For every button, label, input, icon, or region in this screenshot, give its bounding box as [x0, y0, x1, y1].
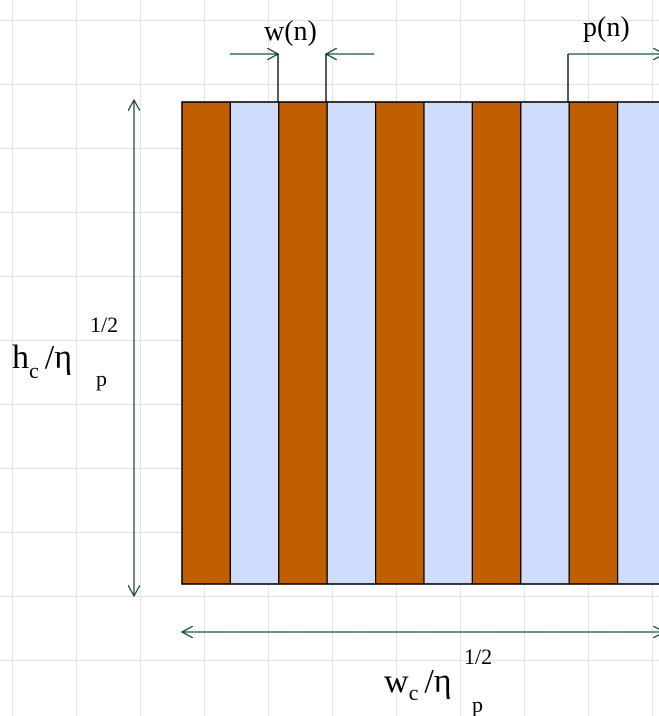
- stripe-dark-7: [471, 101, 522, 585]
- height-label-eta-subscript: p: [96, 366, 107, 391]
- width-label: w(n): [264, 16, 317, 47]
- total-width-label-exponent: 1/2: [464, 644, 492, 669]
- height-dimension: hc/η 1/2 p: [12, 100, 134, 596]
- stripe-light-4: [326, 101, 377, 585]
- stripe-dark-5: [375, 101, 425, 585]
- stripe-light-10: [616, 101, 659, 585]
- stripe-light-2: [229, 101, 280, 585]
- pitch-dimension: p(n): [567, 12, 659, 102]
- height-label-exponent: 1/2: [90, 312, 118, 337]
- stripe-dark-3: [278, 101, 328, 585]
- height-label: hc/η: [12, 339, 72, 383]
- pitch-label: p(n): [583, 12, 630, 43]
- film-outline: [181, 101, 659, 585]
- stripe-dark-9: [568, 101, 619, 585]
- total-width-dimension: wc/η 1/2 p: [182, 632, 659, 716]
- stripe-dark-1: [181, 101, 232, 585]
- total-width-label: wc/η: [384, 663, 452, 705]
- stripe-group: [181, 101, 659, 585]
- width-dimension: w(n): [230, 16, 374, 102]
- stripe-light-8: [520, 101, 570, 585]
- stripe-light-6: [423, 101, 474, 585]
- total-width-label-eta-subscript: p: [472, 692, 483, 716]
